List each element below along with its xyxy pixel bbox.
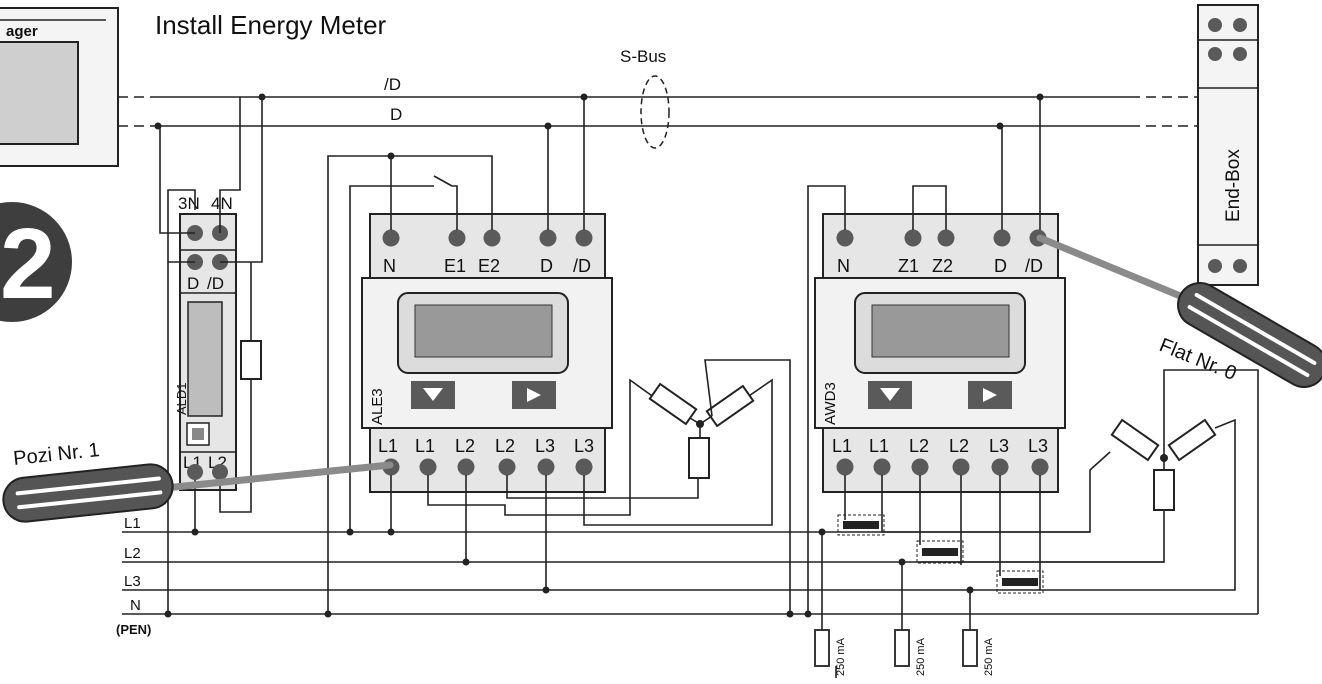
ale3-meter: ALE3 N E1 E2 D /D L1 L1 L2 L2 L3 L3 [361,213,613,493]
ale3-top-term-4: /D [573,256,591,276]
pozi-screwdriver-label: Pozi Nr. 1 [12,439,101,470]
ale3-bottom-term-2: L2 [455,436,475,456]
ald1-top-term-0: 3N [178,194,200,213]
awd3-bottom-term-4: L3 [989,436,1009,456]
awd3-top-term-4: /D [1025,256,1043,276]
ald1-module: 3N 4N D /D ALD1 L1 L2 [174,194,262,491]
fuses: 250 mA 250 mA 250 mA [814,532,995,678]
awd3-name: AWD3 [822,382,839,425]
awd3-bottom-term-0: L1 [832,436,852,456]
s-bus-label: S-Bus [620,47,666,66]
ale3-bottom-term-4: L3 [535,436,555,456]
fuse-label-3: 250 mA [983,637,995,676]
awd3-top-term-0: N [837,256,850,276]
s-bus: /D D S-Bus [118,47,1200,149]
phase-l3-label: L3 [124,573,141,590]
awd3-wiring [807,97,1259,614]
awd3-bottom-term-1: L1 [869,436,889,456]
awd3-bottom-term-5: L3 [1028,436,1048,456]
manager-label: ager [6,23,38,40]
phase-n-label: N [130,597,141,614]
fuse-label-2: 250 mA [915,637,927,676]
flat-screwdriver: Flat Nr. 0 [1036,234,1322,388]
ale3-bottom-term-1: L1 [415,436,435,456]
awd3-top-term-2: Z2 [932,256,953,276]
ale3-top-term-1: E1 [444,256,466,276]
awd3-bottom-term-2: L2 [909,436,929,456]
bus-line-inv-label: /D [384,75,401,94]
manager-panel: ager [0,7,119,167]
end-box-label: End-Box [1223,149,1244,222]
awd3-bottom-term-3: L2 [949,436,969,456]
phase-pen-label: (PEN) [116,622,151,637]
ald1-name: ALD1 [174,382,189,415]
step-number: 2 [0,208,56,320]
ald1-bus-term-0: D [187,274,199,293]
awd3-top-term-3: D [994,256,1007,276]
ale3-bottom-term-0: L1 [378,436,398,456]
bus-line-d-label: D [390,105,402,124]
ale3-top-term-0: N [383,256,396,276]
ald1-bus-term-1: /D [207,274,224,293]
ale3-top-term-3: D [540,256,553,276]
phase-l1-label: L1 [124,515,141,532]
ald1-top-term-1: 4N [211,194,233,213]
fuse-label-1: 250 mA [835,637,847,676]
ale3-name: ALE3 [369,388,386,425]
ald1-wiring [159,97,263,513]
ale3-bottom-term-3: L2 [495,436,515,456]
end-box: End-Box [1197,4,1259,286]
phase-lines: L1 L2 L3 N (PEN) [116,262,1258,637]
ale3-top-term-2: E2 [478,256,500,276]
ale3-bottom-term-5: L3 [574,436,594,456]
awd3-top-term-1: Z1 [898,256,919,276]
pozi-screwdriver: Pozi Nr. 1 [2,439,394,523]
page-title: Install Energy Meter [155,10,387,40]
awd3-meter: AWD3 N Z1 Z2 D /D L1 L1 L2 L2 L3 L3 [814,213,1066,493]
phase-l2-label: L2 [124,545,141,562]
step-badge: 2 [0,202,72,322]
